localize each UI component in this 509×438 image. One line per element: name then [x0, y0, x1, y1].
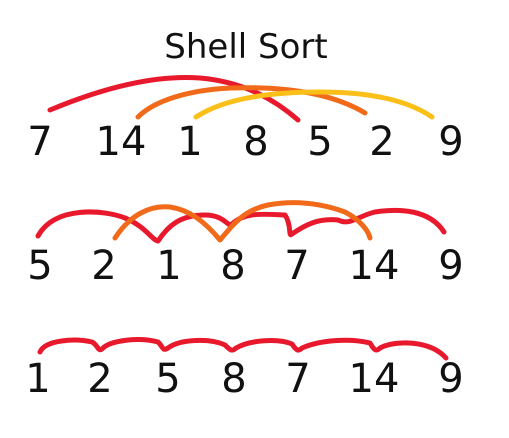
row-2-arcs: [35, 200, 447, 244]
row-2-value: 1: [156, 243, 181, 289]
row-2-arc-red: [35, 207, 447, 244]
row-3-value: 1: [25, 356, 50, 402]
row-1-arc-orange: [135, 85, 368, 120]
row-3-arc-red: [37, 337, 449, 361]
row-2-arc-orange: [112, 200, 373, 243]
row-3: 1 2 5 8 7 14 9: [25, 356, 463, 402]
row-2-value: 9: [438, 243, 463, 289]
row-3-value: 2: [87, 356, 112, 402]
row-3-value: 8: [221, 356, 246, 402]
row-2-value: 8: [220, 243, 245, 289]
row-1-value: 2: [369, 119, 394, 165]
row-3-value: 14: [349, 356, 400, 402]
row-2-value: 7: [284, 243, 309, 289]
row-2-value: 5: [27, 243, 52, 289]
row-2: 5 2 1 8 7 14 9: [27, 243, 463, 289]
row-3-value: 9: [438, 356, 463, 402]
row-3-arcs: [37, 337, 449, 361]
row-1-value: 8: [243, 119, 268, 165]
row-1-value: 5: [307, 119, 332, 165]
row-1-value: 14: [96, 119, 147, 165]
row-2-value: 14: [349, 243, 400, 289]
row-1-value: 7: [27, 119, 52, 165]
row-1-arc-red: [47, 75, 301, 123]
row-1-value: 1: [177, 119, 202, 165]
row-1-arcs: [47, 75, 435, 123]
row-2-value: 2: [91, 243, 116, 289]
row-1: 7 14 1 8 5 2 9: [27, 119, 463, 165]
row-3-value: 7: [285, 356, 310, 402]
row-1-arc-yellow: [193, 89, 435, 120]
row-3-value: 5: [155, 356, 180, 402]
diagram-title: Shell Sort: [164, 27, 327, 67]
row-1-value: 9: [438, 119, 463, 165]
